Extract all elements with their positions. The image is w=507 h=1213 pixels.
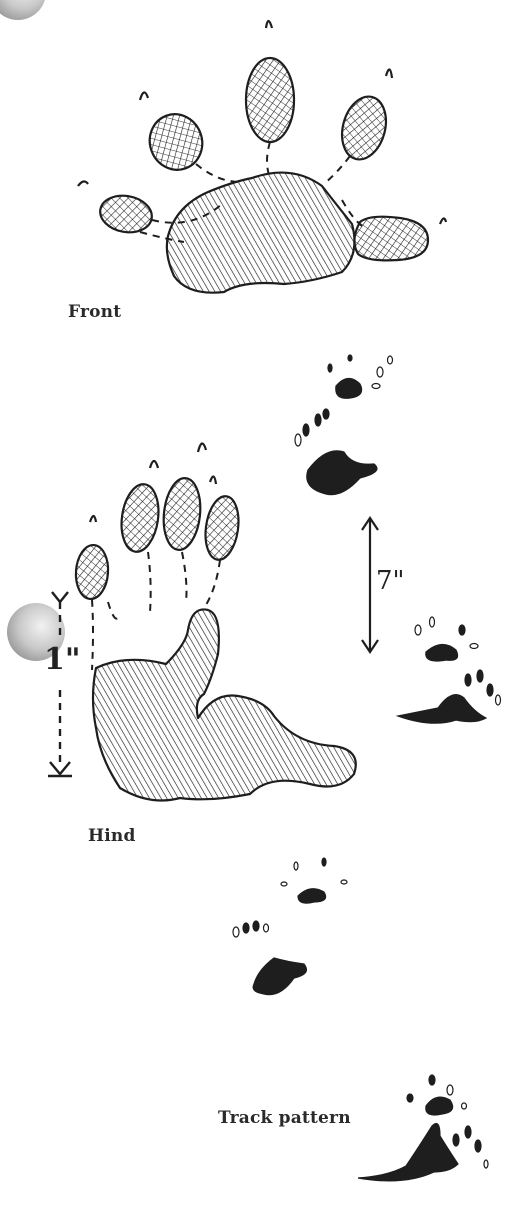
hind-foot-drawing: [74, 443, 356, 800]
hind-claw: [150, 461, 158, 468]
track-print-front: [328, 355, 393, 398]
hind-toe: [117, 482, 162, 554]
hind-palm: [93, 609, 356, 800]
front-toe: [335, 92, 392, 165]
front-toe: [97, 192, 154, 236]
front-claw: [78, 181, 88, 186]
stride-length-label: 7": [376, 566, 405, 596]
track-print-hind: [233, 921, 306, 995]
track-print-front: [415, 617, 478, 661]
hind-toe: [74, 544, 110, 600]
front-claw: [266, 21, 272, 28]
front-foot-label: Front: [68, 302, 121, 322]
front-claw: [440, 218, 446, 224]
binder-hole-top: [0, 0, 46, 20]
track-print-hind: [398, 670, 501, 723]
hind-claw: [90, 516, 96, 522]
front-foot-drawing: [78, 21, 446, 293]
track-pattern-label: Track pattern: [218, 1108, 351, 1128]
front-toe: [246, 58, 294, 142]
track-print-front: [407, 1075, 467, 1115]
front-claw: [140, 92, 148, 100]
front-claw: [386, 69, 392, 78]
front-toe: [354, 217, 428, 261]
hind-claw: [198, 443, 206, 452]
track-print-hind: [358, 1124, 488, 1181]
front-palm: [167, 173, 355, 293]
track-print-hind: [295, 409, 377, 495]
track-print-front: [281, 858, 347, 903]
hind-foot-label: Hind: [88, 826, 136, 846]
hind-toe: [160, 476, 203, 551]
hind-claw: [210, 476, 216, 484]
hind-width-label: 1": [44, 642, 81, 677]
hind-toe: [202, 494, 243, 562]
